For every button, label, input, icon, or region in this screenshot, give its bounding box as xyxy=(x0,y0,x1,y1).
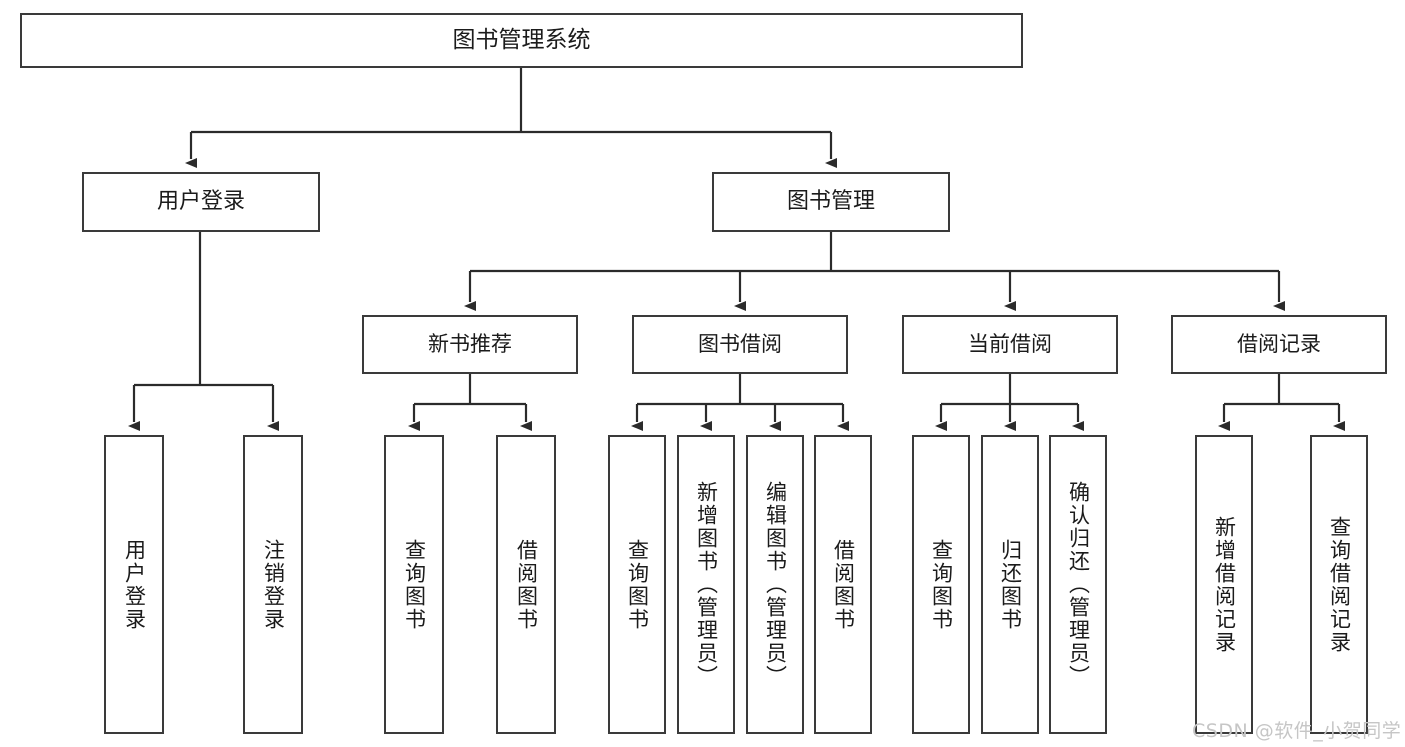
leaf-return-book[interactable]: 归还图书 xyxy=(981,435,1039,734)
node-book-borrow[interactable]: 图书借阅 xyxy=(632,315,848,374)
node-label: 借阅记录 xyxy=(1237,331,1321,356)
node-current-borrow[interactable]: 当前借阅 xyxy=(902,315,1118,374)
node-label: 查询图书 xyxy=(929,538,954,631)
leaf-add-book-admin[interactable]: 新增图书（管理员） xyxy=(677,435,735,734)
leaf-confirm-return-admin[interactable]: 确认归还（管理员） xyxy=(1049,435,1107,734)
leaf-add-borrow-record[interactable]: 新增借阅记录 xyxy=(1195,435,1253,734)
node-label: 查询图书 xyxy=(402,538,427,631)
leaf-query-book-recommend[interactable]: 查询图书 xyxy=(384,435,444,734)
node-label: 用户登录 xyxy=(122,538,147,631)
node-label: 新书推荐 xyxy=(428,331,512,356)
node-label: 编辑图书（管理员） xyxy=(763,481,788,688)
leaf-query-book-borrow[interactable]: 查询图书 xyxy=(608,435,666,734)
leaf-borrow-book[interactable]: 借阅图书 xyxy=(814,435,872,734)
node-label: 注销登录 xyxy=(261,538,286,631)
node-root-book-management-system[interactable]: 图书管理系统 xyxy=(20,13,1023,68)
leaf-user-login[interactable]: 用户登录 xyxy=(104,435,164,734)
node-label: 图书管理系统 xyxy=(452,26,591,53)
node-label: 借阅图书 xyxy=(514,538,539,631)
node-label: 用户登录 xyxy=(156,188,245,214)
node-borrow-record[interactable]: 借阅记录 xyxy=(1171,315,1387,374)
node-label: 新增借阅记录 xyxy=(1212,515,1237,654)
node-label: 查询图书 xyxy=(625,538,650,631)
csdn-watermark: CSDN @软件_小贺同学 xyxy=(1192,720,1402,742)
node-label: 确认归还（管理员） xyxy=(1066,481,1091,688)
node-label: 借阅图书 xyxy=(831,538,856,631)
node-label: 归还图书 xyxy=(998,538,1023,631)
leaf-edit-book-admin[interactable]: 编辑图书（管理员） xyxy=(746,435,804,734)
node-label: 查询借阅记录 xyxy=(1327,515,1352,654)
node-label: 当前借阅 xyxy=(968,331,1052,356)
leaf-query-book-current[interactable]: 查询图书 xyxy=(912,435,970,734)
node-book-management[interactable]: 图书管理 xyxy=(712,172,950,232)
leaf-query-borrow-record[interactable]: 查询借阅记录 xyxy=(1310,435,1368,734)
node-label: 图书借阅 xyxy=(698,331,782,356)
node-label: 图书管理 xyxy=(786,188,875,214)
leaf-logout-login[interactable]: 注销登录 xyxy=(243,435,303,734)
node-user-login[interactable]: 用户登录 xyxy=(82,172,320,232)
node-new-book-recommend[interactable]: 新书推荐 xyxy=(362,315,578,374)
node-label: 新增图书（管理员） xyxy=(694,481,719,688)
leaf-borrow-book-recommend[interactable]: 借阅图书 xyxy=(496,435,556,734)
